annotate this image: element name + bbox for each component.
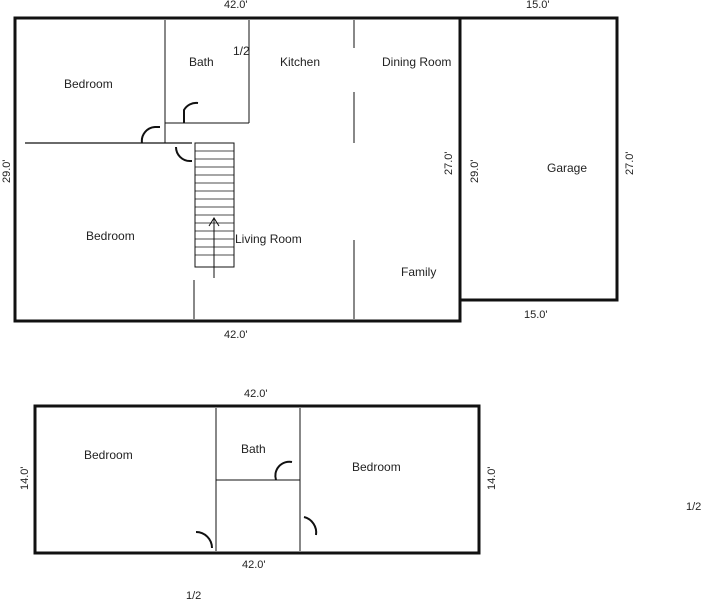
stair-arrow-head	[208, 217, 220, 227]
upper-floor-dim-bottom: 42.0'	[242, 559, 266, 571]
main-floor-dim-bottom: 42.0'	[224, 329, 248, 341]
garage-dim-top: 15.0'	[526, 0, 550, 11]
room-label-upper-bedroom-right: Bedroom	[352, 460, 401, 474]
stray-half-mark-bottom: 1/2	[186, 590, 201, 600]
main-floor-dim-left: 29.0'	[1, 159, 13, 183]
half-bath-mark: 1/2	[233, 44, 250, 58]
garage-outer-wall	[458, 16, 619, 302]
room-label-bath: Bath	[189, 55, 214, 69]
room-label-living-room: Living Room	[235, 232, 302, 246]
main-floor-dim-right: 27.0'	[443, 151, 455, 175]
upper-floor-dim-left: 14.0'	[19, 466, 31, 490]
garage-dim-right: 27.0'	[624, 151, 636, 175]
door-swing-upper-bedroom-right	[303, 516, 318, 536]
stray-half-mark-right: 1/2	[686, 501, 701, 513]
staircase	[194, 142, 235, 278]
room-label-family: Family	[401, 265, 436, 279]
door-swing-bath	[183, 101, 199, 123]
upper-floor-dim-top: 42.0'	[244, 388, 268, 400]
room-label-upper-bath: Bath	[241, 442, 266, 456]
room-label-garage: Garage	[547, 161, 587, 175]
door-swing-bedroom-lower	[175, 146, 192, 162]
main-floor: Bedroom Bath 1/2 Kitchen Dining Room Bed…	[1, 0, 462, 341]
door-swing-upper-bedroom-left	[195, 531, 213, 549]
upper-floor-dim-right: 14.0'	[486, 466, 498, 490]
room-label-bedroom-lower: Bedroom	[86, 229, 135, 243]
room-label-bedroom-top: Bedroom	[64, 77, 113, 91]
door-swing-bedroom-top	[140, 126, 160, 144]
upper-floor: Bedroom Bath Bedroom 42.0' 42.0' 14.0' 1…	[19, 388, 498, 571]
garage: Garage 15.0' 15.0' 29.0' 27.0'	[458, 0, 636, 321]
room-label-kitchen: Kitchen	[280, 55, 320, 69]
room-label-dining-room: Dining Room	[382, 55, 451, 69]
door-swing-upper-bath	[274, 460, 293, 481]
main-floor-dim-top: 42.0'	[224, 0, 248, 11]
garage-dim-bottom: 15.0'	[524, 309, 548, 321]
garage-dim-left: 29.0'	[469, 159, 481, 183]
upper-floor-outer-wall	[33, 404, 481, 555]
room-label-upper-bedroom-left: Bedroom	[84, 448, 133, 462]
